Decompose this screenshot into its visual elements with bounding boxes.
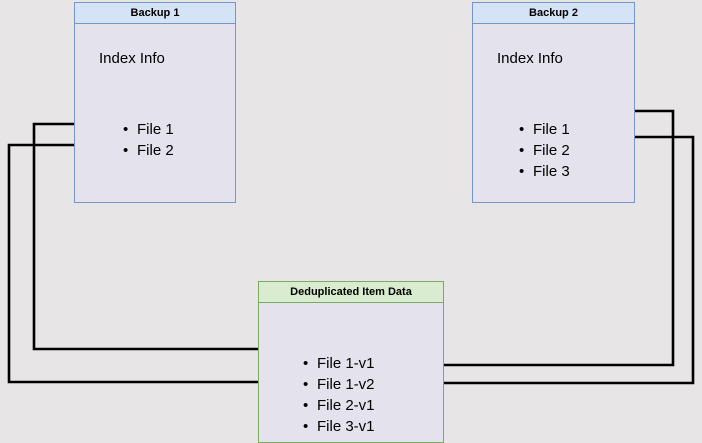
list-item: File 1 (121, 119, 174, 140)
list-item: File 1-v1 (301, 353, 375, 374)
node-backup2-subtitle: Index Info (497, 50, 563, 67)
node-backup1-header: Backup 1 (75, 3, 235, 24)
list-item: File 1-v2 (301, 374, 375, 395)
list-item: File 1 (517, 119, 570, 140)
node-deduplicated-item-data[interactable]: Deduplicated Item Data File 1-v1 File 1-… (258, 281, 444, 443)
list-item: File 3-v1 (301, 416, 375, 437)
list-item: File 2 (121, 140, 174, 161)
list-item: File 3 (517, 161, 570, 182)
list-item: File 2 (517, 140, 570, 161)
node-backup1-item-list: File 1 File 2 (121, 119, 174, 161)
node-backup2-header: Backup 2 (473, 3, 634, 24)
node-dedup-header: Deduplicated Item Data (259, 282, 443, 303)
list-item: File 2-v1 (301, 395, 375, 416)
node-backup1-subtitle: Index Info (99, 50, 165, 67)
node-backup2-body: Index Info File 1 File 2 File 3 (473, 24, 634, 202)
node-backup1-body: Index Info File 1 File 2 (75, 24, 235, 202)
node-dedup-body: File 1-v1 File 1-v2 File 2-v1 File 3-v1 (259, 303, 443, 442)
node-backup1[interactable]: Backup 1 Index Info File 1 File 2 (74, 2, 236, 203)
node-backup2[interactable]: Backup 2 Index Info File 1 File 2 File 3 (472, 2, 635, 203)
node-backup2-item-list: File 1 File 2 File 3 (517, 119, 570, 182)
node-dedup-item-list: File 1-v1 File 1-v2 File 2-v1 File 3-v1 (301, 353, 375, 437)
